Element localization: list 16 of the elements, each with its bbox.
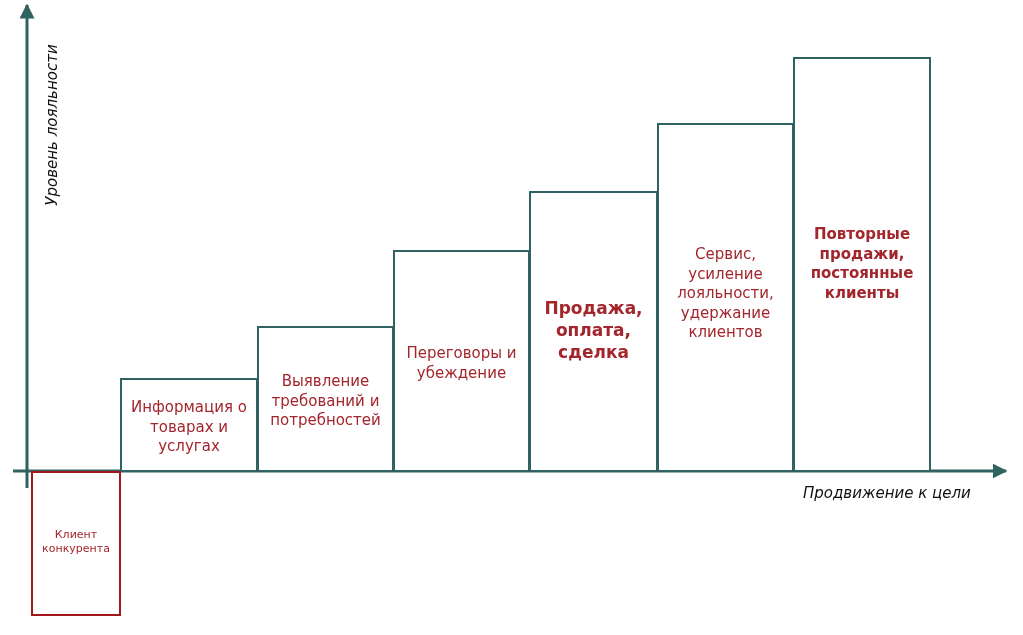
stage-label: Переговоры и убеждение [405,344,518,383]
stage-step-box [793,57,931,472]
competitor-client-box [31,471,121,616]
y-axis-title: Уровень лояльности [43,44,61,206]
stage-label: Повторные продажи, постоянные клиенты [809,225,915,303]
stage-label: Клиент конкурента [41,528,111,557]
stage-step-box [657,123,794,472]
stage-label: Информация о товарах и услугах [130,398,248,457]
stage-step-box [120,378,258,472]
stage-label: Сервис, усиление лояльности, удержание клиентов [676,245,775,343]
stage-step-box [393,250,530,472]
stage-step-box [257,326,394,472]
stage-label: Продажа, оплата, сделка [543,297,644,364]
x-axis-title: Продвижение к цели [803,484,971,502]
stage-step-box [529,191,658,472]
stage-label: Выявление требований и потребностей [269,372,382,431]
